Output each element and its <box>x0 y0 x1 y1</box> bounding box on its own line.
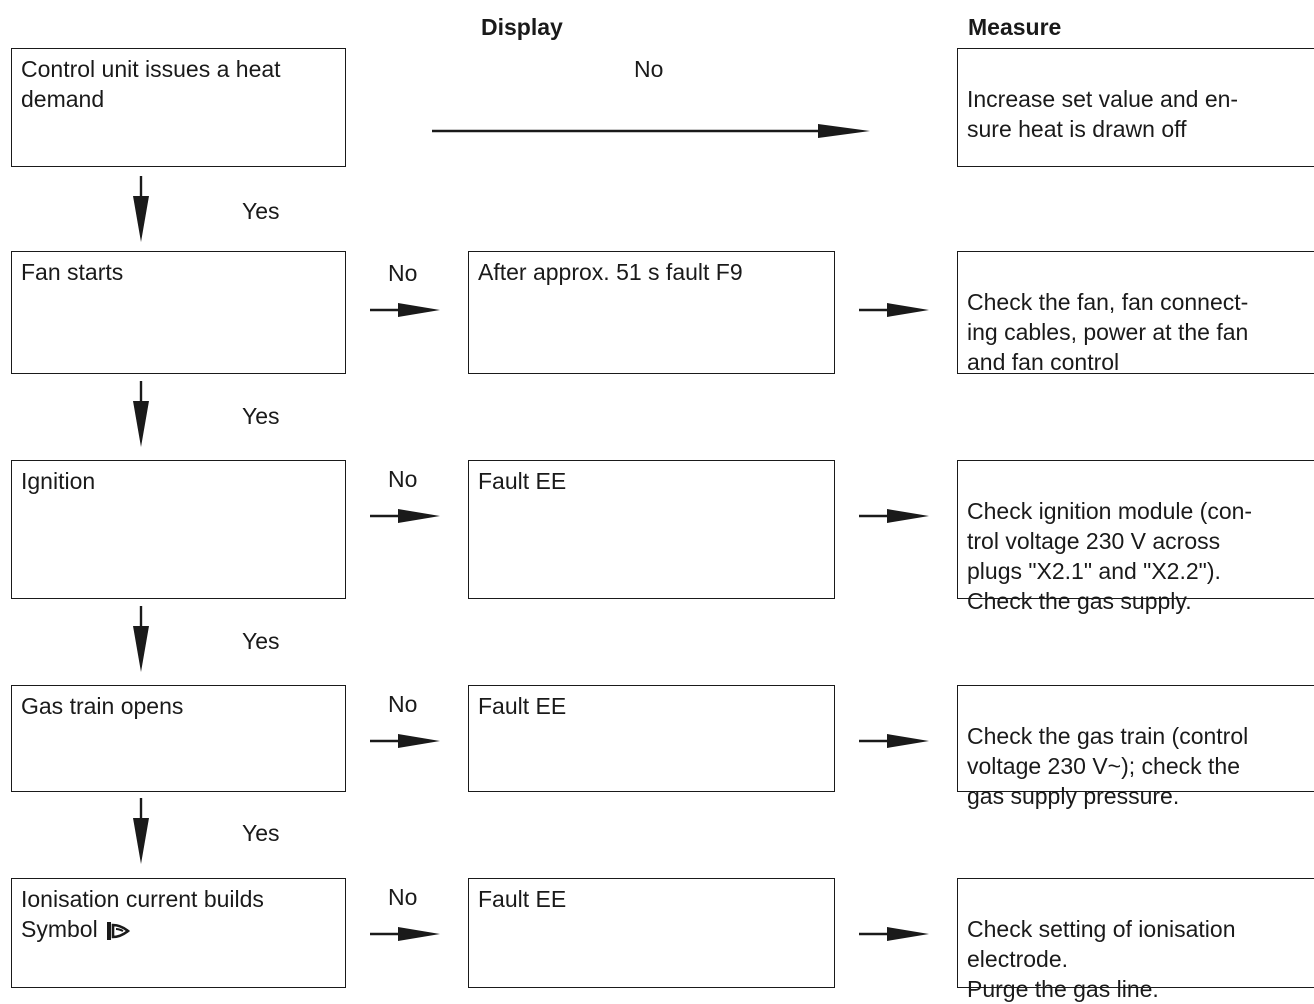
no-label-1: No <box>388 260 418 286</box>
measure-text-3: Check the gas train (control voltage 230… <box>967 723 1249 809</box>
measure-box-2: Check ignition module (con- trol voltage… <box>957 460 1314 614</box>
display-text-1: After approx. 51 s fault F9 <box>478 259 743 285</box>
display-box-3: Fault EE <box>468 685 835 792</box>
fan-starts-text: Fan starts <box>21 259 124 285</box>
ignition-text: Ignition <box>21 468 96 494</box>
measure-box-top: Increase set value and en- sure heat is … <box>957 48 1314 167</box>
measure-text-2: Check ignition module (con- trol voltage… <box>967 498 1253 614</box>
no-label-4: No <box>388 884 418 910</box>
fan-starts-box: Fan starts <box>11 251 346 374</box>
right-arrow-top <box>432 123 870 139</box>
heat-demand-text: Control unit issues a heat demand <box>21 56 281 112</box>
yes-label-1: Yes <box>242 198 280 224</box>
flame-symbol-icon <box>106 921 131 941</box>
display-column-header: Display <box>481 14 563 40</box>
ignition-box: Ignition <box>11 460 346 599</box>
right-arrow-3a <box>370 733 440 749</box>
yes-label-3: Yes <box>242 628 280 654</box>
display-text-3: Fault EE <box>478 693 567 719</box>
right-arrow-4a <box>370 926 440 942</box>
right-arrow-3b <box>859 733 929 749</box>
gas-train-text: Gas train opens <box>21 693 184 719</box>
right-arrow-4b <box>859 926 929 942</box>
down-arrow-1 <box>131 176 151 242</box>
heat-demand-box: Control unit issues a heat demand <box>11 48 346 167</box>
right-arrow-1b <box>859 302 929 318</box>
measure-box-3: Check the gas train (control voltage 230… <box>957 685 1314 809</box>
ionisation-symbol-line: Symbol <box>21 914 336 944</box>
down-arrow-2 <box>131 381 151 447</box>
display-box-4: Fault EE <box>468 878 835 988</box>
symbol-label: Symbol <box>21 916 98 942</box>
no-label-2: No <box>388 466 418 492</box>
display-text-4: Fault EE <box>478 886 567 912</box>
yes-label-2: Yes <box>242 403 280 429</box>
measure-text-top: Increase set value and en- sure heat is … <box>967 86 1239 142</box>
down-arrow-3 <box>131 606 151 672</box>
measure-box-4: Check setting of ionisation electrode. P… <box>957 878 1314 1002</box>
down-arrow-4 <box>131 798 151 864</box>
right-arrow-2a <box>370 508 440 524</box>
display-box-1: After approx. 51 s fault F9 <box>468 251 835 374</box>
measure-text-4: Check setting of ionisation electrode. P… <box>967 916 1236 1002</box>
ionisation-box: Ionisation current builds Symbol <box>11 878 346 988</box>
no-label-top: No <box>634 56 664 82</box>
ionisation-text: Ionisation current builds <box>21 886 264 912</box>
yes-label-4: Yes <box>242 820 280 846</box>
display-box-2: Fault EE <box>468 460 835 599</box>
measure-box-1: Check the fan, fan connect- ing cables, … <box>957 251 1314 375</box>
no-label-3: No <box>388 691 418 717</box>
right-arrow-1a <box>370 302 440 318</box>
measure-text-1: Check the fan, fan connect- ing cables, … <box>967 289 1249 375</box>
display-text-2: Fault EE <box>478 468 567 494</box>
gas-train-box: Gas train opens <box>11 685 346 792</box>
right-arrow-2b <box>859 508 929 524</box>
measure-column-header: Measure <box>968 14 1062 40</box>
